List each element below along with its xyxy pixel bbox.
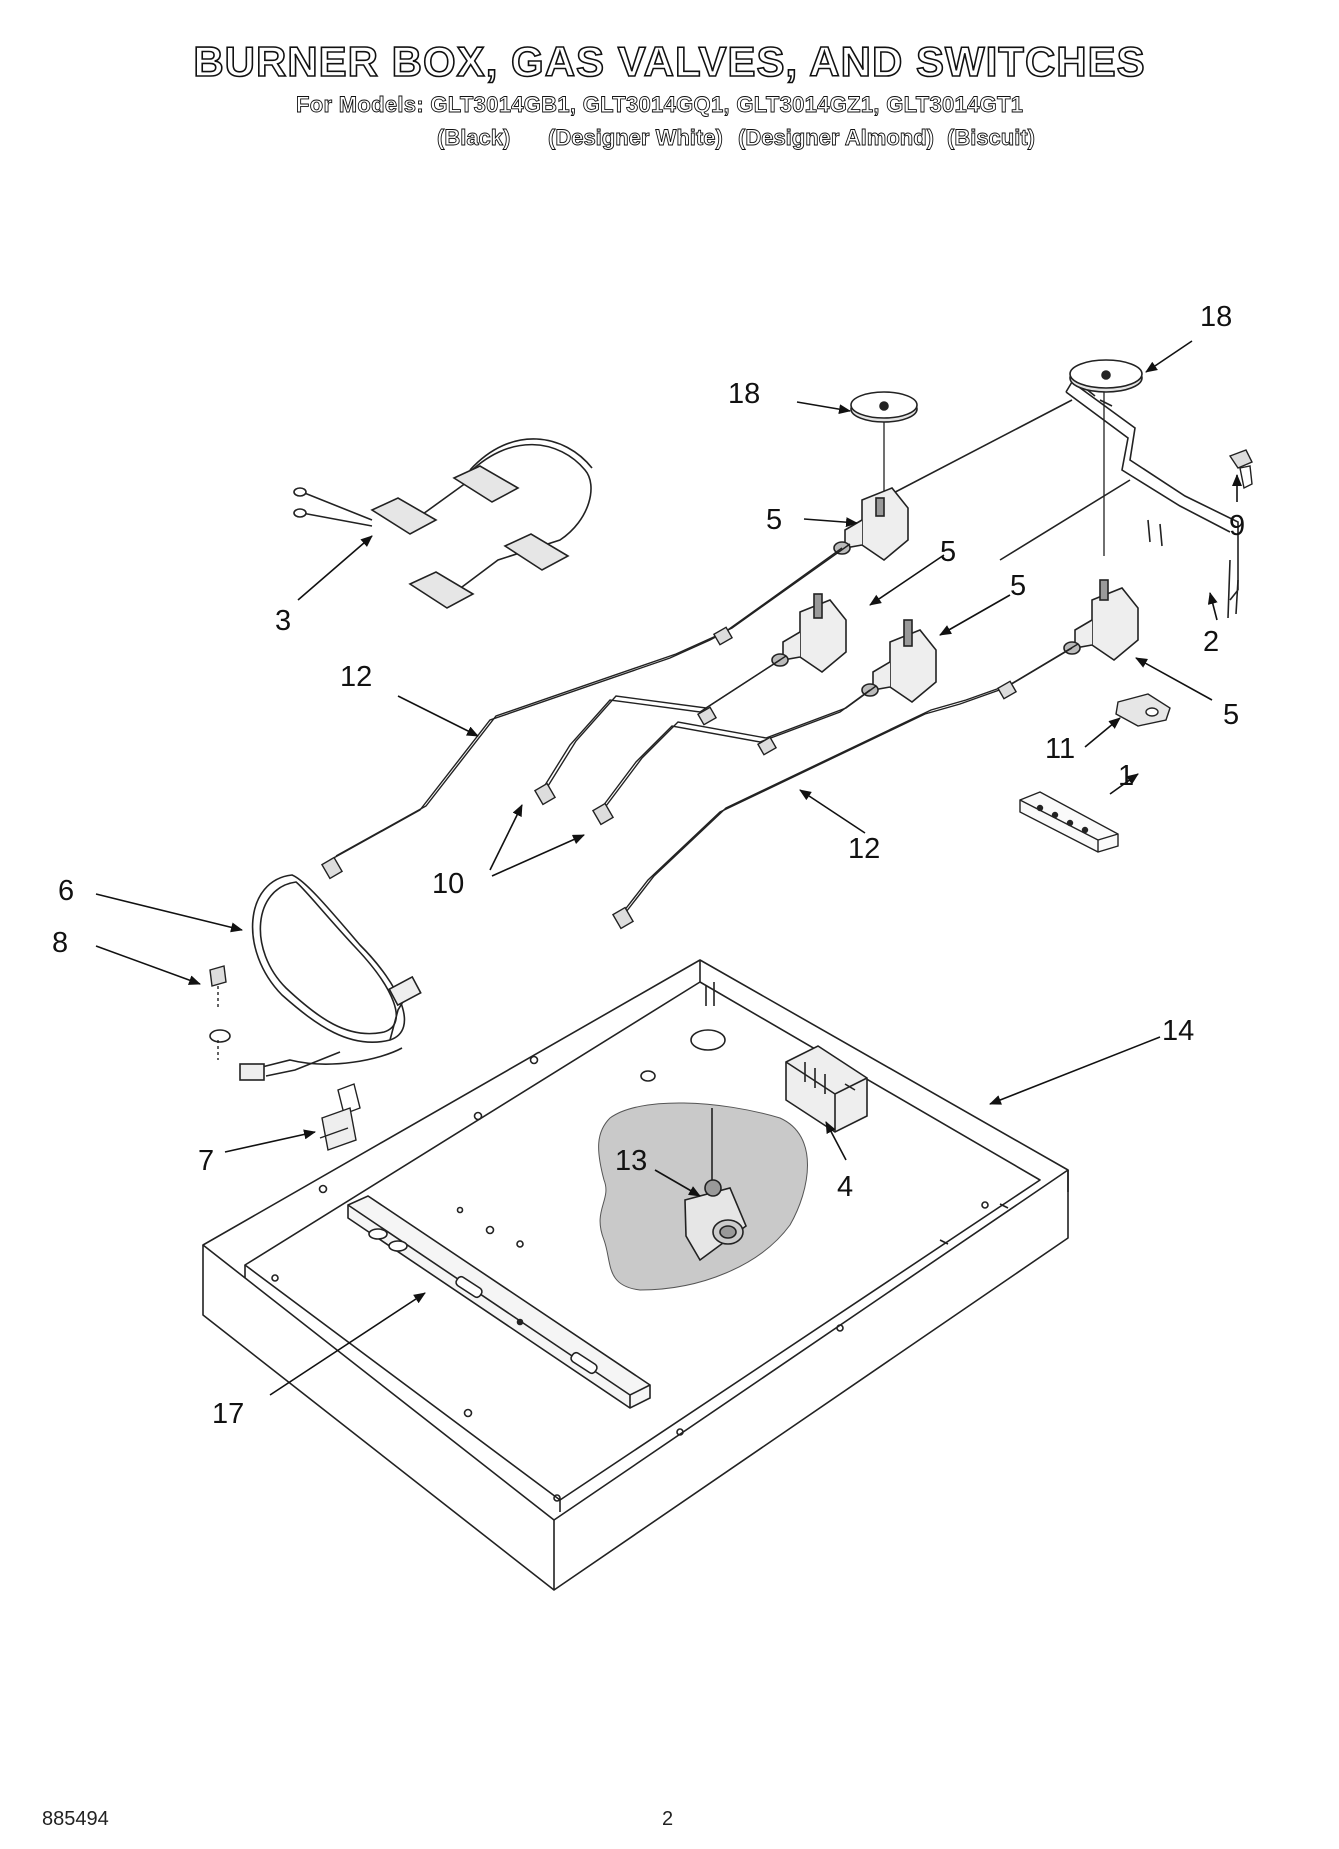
screw-9 xyxy=(1228,449,1253,490)
document-number: 885494 xyxy=(42,1808,109,1830)
callout-10: 10 xyxy=(432,868,464,900)
leader-arrows xyxy=(95,340,1242,1396)
callout-3: 3 xyxy=(275,605,291,637)
gas-valve-4 xyxy=(1063,579,1139,662)
gas-regulator xyxy=(684,1108,747,1262)
variant-designer-almond: (Designer Almond) xyxy=(738,125,935,151)
callout-18-left: 18 xyxy=(728,378,760,410)
callout-11: 11 xyxy=(1045,733,1075,765)
front-bracket xyxy=(347,1195,651,1409)
variant-black: (Black) xyxy=(437,125,511,151)
models-line: For Models: GLT3014GB1, GLT3014GQ1, GLT3… xyxy=(296,92,1024,118)
page-number: 2 xyxy=(662,1808,674,1830)
burner-cap-rear xyxy=(1069,359,1143,556)
tube-fittings xyxy=(320,626,1018,930)
terminal-block xyxy=(785,1045,868,1133)
callout-5-valve4: 5 xyxy=(1223,699,1239,731)
page-title: BURNER BOX, GAS VALVES, AND SWITCHES xyxy=(193,37,1146,86)
callout-6: 6 xyxy=(58,875,74,907)
variant-designer-white: (Designer White) xyxy=(548,125,724,151)
callout-5-valve2: 5 xyxy=(940,536,956,568)
callout-2: 2 xyxy=(1203,626,1219,658)
callout-9: 9 xyxy=(1229,510,1245,542)
callout-5-valve1: 5 xyxy=(766,504,782,536)
callout-1: 1 xyxy=(1118,760,1134,792)
igniter-harness xyxy=(209,874,422,1081)
callout-12-left: 12 xyxy=(340,661,372,693)
callout-7: 7 xyxy=(198,1145,214,1177)
gas-valve-1 xyxy=(833,487,909,562)
callout-17: 17 xyxy=(212,1398,244,1430)
callout-12-right: 12 xyxy=(848,833,880,865)
callout-14: 14 xyxy=(1162,1015,1194,1047)
callout-18-rear: 18 xyxy=(1200,301,1232,333)
callout-13: 13 xyxy=(615,1145,647,1177)
gas-valve-2 xyxy=(771,593,847,674)
gasket-11 xyxy=(1115,693,1171,727)
switch-7 xyxy=(319,1083,361,1151)
switch-harness xyxy=(293,438,593,609)
screw-8 xyxy=(209,965,227,1060)
variant-biscuit: (Biscuit) xyxy=(947,125,1036,151)
bracket-1 xyxy=(1019,791,1119,853)
gas-valve-3 xyxy=(861,619,937,704)
callout-8: 8 xyxy=(52,927,68,959)
burner-cap-left xyxy=(850,391,918,500)
callout-4: 4 xyxy=(837,1171,853,1203)
callout-5-valve3: 5 xyxy=(1010,570,1026,602)
gas-manifold-pipe xyxy=(879,381,1239,619)
